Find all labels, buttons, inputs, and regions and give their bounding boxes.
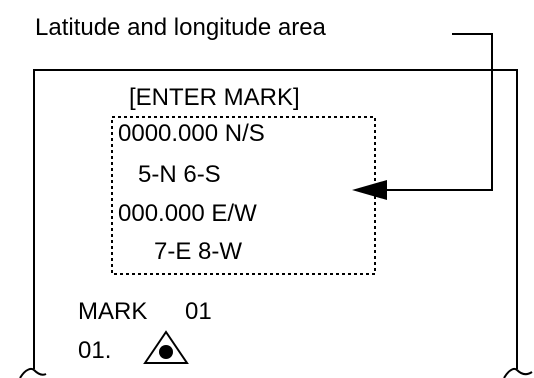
latitude-value: 0000.000 N/S — [118, 120, 265, 147]
mark-number: 01 — [185, 298, 212, 325]
triangle-dot-icon — [143, 330, 189, 364]
mark-index: 01. — [78, 337, 112, 364]
callout-leader — [385, 33, 493, 191]
mark-label: MARK — [78, 298, 148, 325]
longitude-key-hint: 7-E 8-W — [154, 238, 243, 265]
latitude-key-hint: 5-N 6-S — [138, 161, 221, 188]
torn-edge-left — [19, 368, 47, 378]
arrow-left-icon — [352, 180, 387, 200]
longitude-value: 000.000 E/W — [118, 200, 257, 227]
torn-edge-right — [503, 368, 533, 378]
callout-label: Latitude and longitude area — [35, 14, 326, 41]
display-frame — [33, 69, 518, 369]
screen-title: [ENTER MARK] — [129, 84, 300, 111]
